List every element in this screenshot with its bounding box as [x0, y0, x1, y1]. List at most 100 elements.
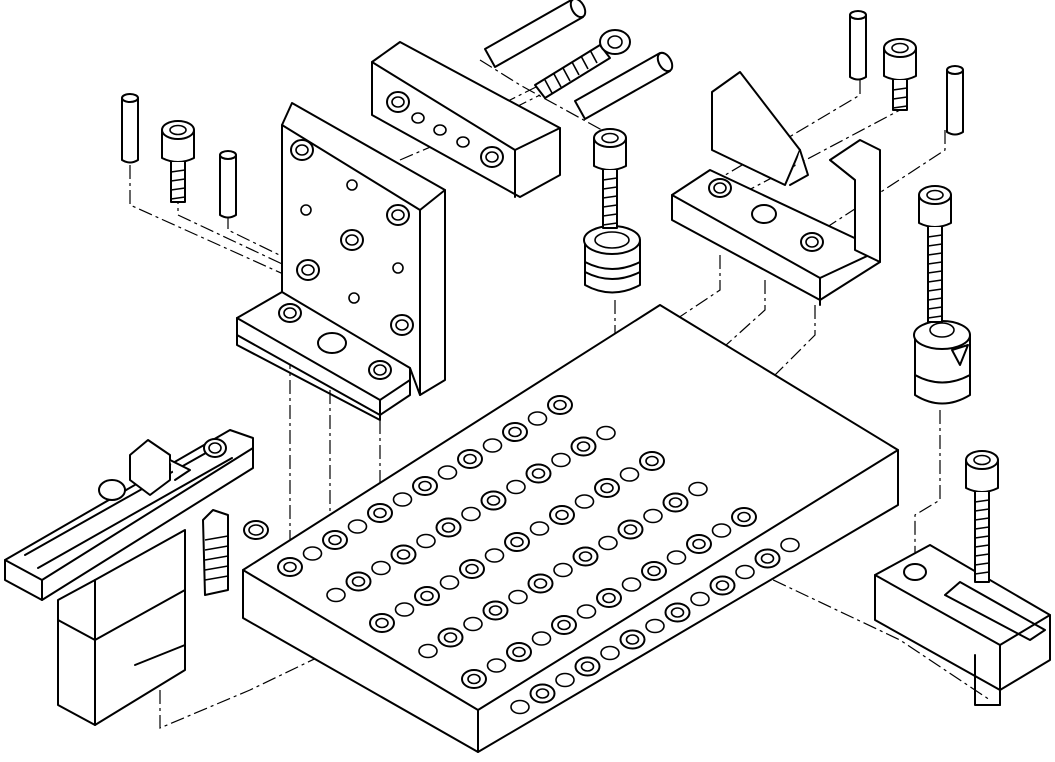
counterbored-hole	[570, 436, 597, 457]
counterbored-hole	[277, 557, 303, 577]
counterbored-hole	[390, 544, 417, 565]
counterbored-hole	[596, 588, 622, 608]
counterbored-hole	[322, 530, 348, 550]
counterbored-hole	[549, 505, 575, 525]
counterbored-hole	[457, 449, 483, 469]
counterbored-hole	[639, 451, 665, 471]
socket-head-screw	[965, 450, 999, 583]
counterbored-hole	[435, 517, 462, 538]
counterbored-hole	[504, 532, 530, 552]
plain-hole	[551, 452, 571, 468]
counterbored-hole	[754, 548, 781, 569]
dowel-pin	[219, 150, 237, 219]
plain-hole	[371, 560, 391, 576]
plain-hole	[461, 506, 481, 522]
counterbored-hole	[414, 586, 440, 606]
socket-head-screw	[534, 29, 631, 99]
plain-hole	[529, 521, 550, 536]
dowel-pin	[574, 51, 674, 120]
socket-head-screw	[918, 185, 952, 323]
counterbored-hole	[709, 575, 736, 596]
plain-hole	[621, 577, 642, 592]
plain-hole	[484, 548, 505, 563]
plain-hole	[598, 535, 618, 551]
locating-bushing	[583, 225, 641, 294]
angle-plate	[236, 102, 446, 421]
counterbored-hole	[525, 463, 552, 484]
dowel-pin	[484, 0, 587, 68]
counterbored-hole	[412, 476, 438, 496]
plain-hole	[643, 508, 663, 524]
plain-hole	[510, 699, 530, 715]
counterbored-hole	[574, 656, 601, 677]
plain-hole	[506, 479, 526, 495]
counterbored-hole	[529, 683, 556, 704]
plain-hole	[508, 589, 528, 605]
dowel-pin	[946, 65, 964, 136]
grid-baseplate	[242, 304, 899, 753]
plain-hole	[347, 519, 368, 534]
counterbored-hole	[345, 571, 372, 592]
counterbored-hole	[619, 629, 646, 650]
counterbored-hole	[594, 478, 620, 498]
counterbored-hole	[369, 613, 395, 633]
plain-hole	[711, 523, 732, 538]
socket-head-screw	[593, 128, 627, 229]
dowel-pin	[121, 93, 139, 164]
plain-hole	[437, 465, 458, 480]
plain-hole	[596, 425, 616, 441]
counterbored-hole	[617, 519, 644, 540]
counterbored-hole	[480, 490, 507, 511]
plain-hole	[553, 562, 573, 578]
plain-hole	[645, 618, 665, 634]
baseplate-holes	[277, 395, 800, 715]
counterbored-hole	[662, 492, 689, 513]
plain-hole	[486, 658, 507, 673]
plain-hole	[576, 604, 597, 619]
slotted-strap-clamp	[874, 544, 1051, 706]
counterbored-hole	[461, 669, 487, 689]
counterbored-hole	[664, 602, 691, 623]
stop-bushing	[913, 320, 971, 405]
counterbored-hole	[641, 561, 667, 581]
counterbored-hole	[686, 534, 712, 554]
counterbored-hole	[551, 615, 577, 635]
counterbored-hole	[527, 573, 554, 594]
dowel-pin	[849, 10, 867, 81]
counterbored-hole	[547, 395, 573, 415]
plain-hole	[482, 438, 503, 453]
plain-hole	[555, 672, 575, 688]
plain-hole	[600, 645, 620, 661]
plain-hole	[527, 411, 548, 426]
plain-hole	[439, 575, 460, 590]
plain-hole	[416, 533, 436, 549]
plain-hole	[463, 616, 483, 632]
counterbored-hole	[459, 559, 485, 579]
plain-hole	[735, 564, 755, 580]
plain-hole	[666, 550, 687, 565]
plain-hole	[326, 587, 346, 603]
v-block	[671, 71, 881, 306]
counterbored-hole	[572, 546, 599, 567]
clamp-assembly	[4, 429, 269, 726]
plain-hole	[302, 546, 323, 561]
plain-hole	[688, 481, 708, 497]
mounting-block	[371, 41, 561, 198]
counterbored-hole	[482, 600, 509, 621]
counterbored-hole	[437, 627, 464, 648]
socket-head-screw	[161, 120, 195, 203]
counterbored-hole	[502, 422, 528, 442]
dowel-pins	[121, 0, 964, 219]
socket-head-screws	[161, 29, 999, 583]
plain-hole	[574, 494, 595, 509]
plain-hole	[690, 591, 710, 607]
plain-hole	[619, 467, 640, 482]
plain-hole	[531, 631, 552, 646]
plain-hole	[394, 602, 415, 617]
plain-hole	[418, 643, 438, 659]
counterbored-hole	[731, 507, 757, 527]
plain-hole	[392, 492, 413, 507]
plain-hole	[780, 537, 800, 553]
socket-head-screw	[883, 38, 917, 111]
